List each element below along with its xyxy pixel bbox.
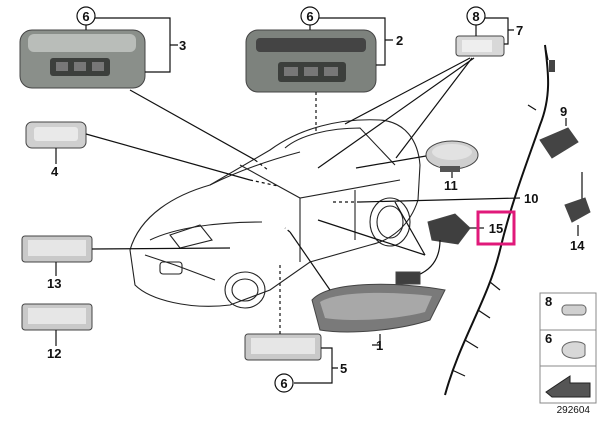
lamp-part-8 (455, 35, 505, 57)
label-13: 13 (47, 276, 61, 291)
module-part-15 (395, 213, 471, 285)
interior-light-part-4 (25, 121, 87, 149)
lamp-part-5 (244, 333, 322, 361)
callout-6-bottom: 6 (274, 373, 294, 393)
svg-text:6: 6 (306, 9, 313, 24)
callout-6-top-left: 6 (76, 6, 96, 26)
legend-num-6: 6 (545, 331, 552, 346)
sensor-part-9 (539, 127, 579, 159)
highlight-box-15[interactable]: 15 (476, 210, 516, 246)
overhead-console-middle (245, 29, 377, 93)
callout-6-top-middle: 6 (300, 6, 320, 26)
label-1: 1 (376, 338, 383, 353)
label-14: 14 (570, 238, 585, 253)
lamp-part-13 (21, 235, 93, 263)
svg-text:6: 6 (280, 376, 287, 391)
svg-text:8: 8 (472, 9, 479, 24)
arrow-icon (545, 375, 591, 398)
mirror-indicator-part-1 (311, 283, 446, 333)
callout-8-top-right: 8 (466, 6, 486, 26)
label-4: 4 (51, 164, 59, 179)
label-10: 10 (524, 191, 538, 206)
label-15: 15 (489, 221, 503, 236)
legend-inset: 8 6 (539, 292, 597, 404)
label-7: 7 (516, 23, 523, 38)
label-9: 9 (560, 104, 567, 119)
legend-num-8: 8 (545, 294, 552, 309)
overhead-console-left (19, 29, 146, 89)
lamp-part-12 (21, 303, 93, 331)
label-2: 2 (396, 33, 403, 48)
leader-lines (55, 17, 579, 384)
diagram-id: 292604 (556, 405, 590, 416)
car-outline (129, 119, 421, 309)
round-light-part-11 (425, 140, 479, 172)
label-5: 5 (340, 361, 347, 376)
label-3: 3 (179, 38, 186, 53)
sensor-part-14 (564, 172, 591, 223)
svg-text:6: 6 (82, 9, 89, 24)
label-12: 12 (47, 346, 61, 361)
label-11: 11 (444, 178, 458, 193)
